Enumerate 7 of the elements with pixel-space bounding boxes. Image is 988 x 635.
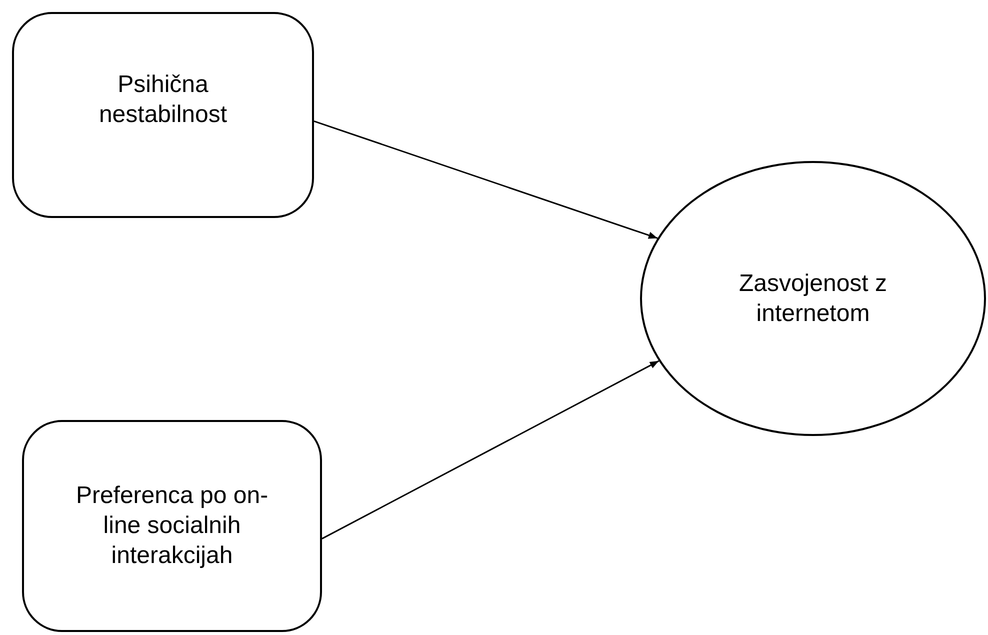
arrow (314, 120, 658, 239)
node-text: Zasvojenost z internetom (738, 268, 888, 328)
node-text: Psihična nestabilnost (98, 70, 228, 130)
node-text: Preferenca po on-line socialnih interakcijah (74, 481, 270, 571)
rounded-box (12, 12, 314, 218)
arrow (322, 360, 660, 540)
rounded-box (22, 420, 322, 632)
